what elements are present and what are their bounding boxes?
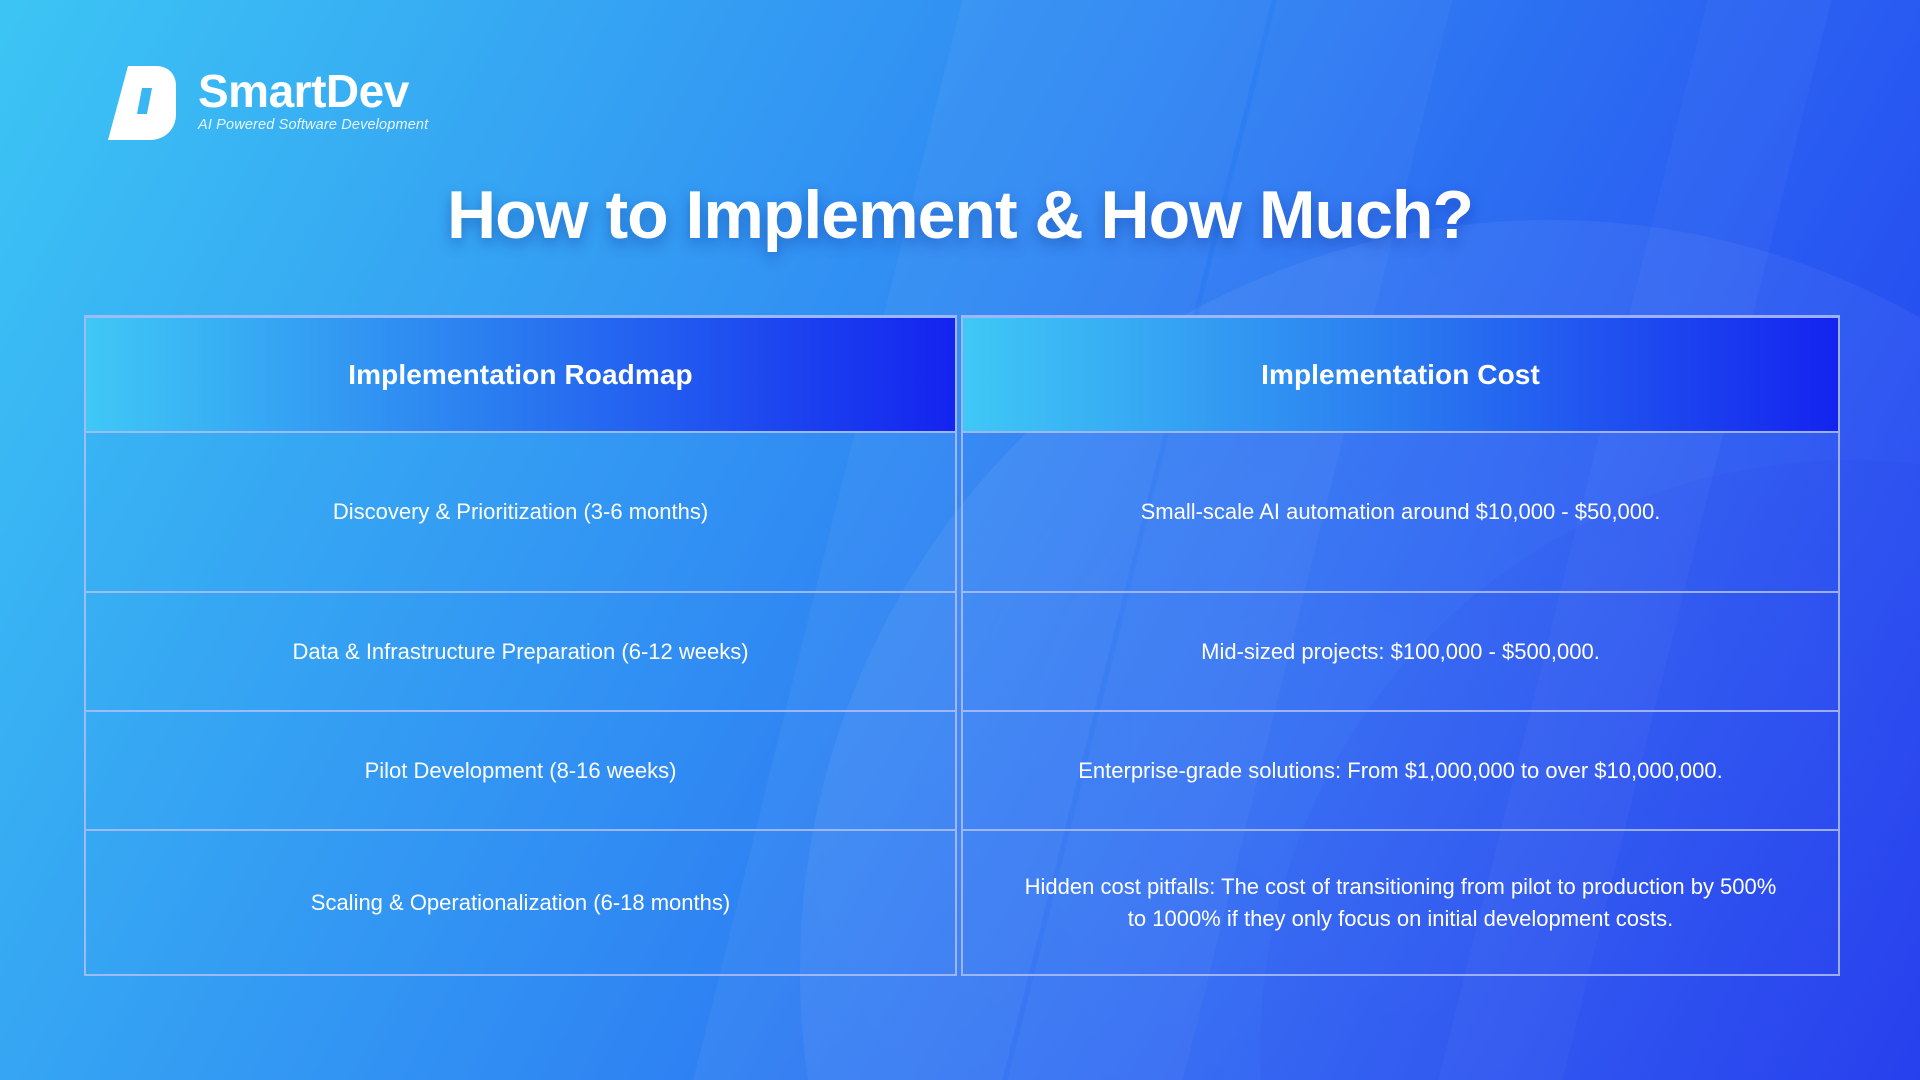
- brand-logo: SmartDev AI Powered Software Development: [106, 62, 428, 144]
- brand-text: SmartDev AI Powered Software Development: [198, 62, 428, 133]
- table-column-cost: Implementation Cost Small-scale AI autom…: [961, 315, 1840, 976]
- column-header-cost: Implementation Cost: [963, 318, 1838, 431]
- table-cell-cost-3: Enterprise-grade solutions: From $1,000,…: [963, 710, 1838, 829]
- column-header-roadmap: Implementation Roadmap: [86, 318, 955, 431]
- brand-tagline: AI Powered Software Development: [198, 116, 429, 133]
- table-cell-cost-2: Mid-sized projects: $100,000 - $500,000.: [963, 591, 1838, 710]
- table-cell-cost-4: Hidden cost pitfalls: The cost of transi…: [963, 829, 1838, 974]
- comparison-table: Implementation Roadmap Discovery & Prior…: [84, 315, 1840, 976]
- page-title: How to Implement & How Much?: [447, 177, 1474, 253]
- table-cell-roadmap-3: Pilot Development (8-16 weeks): [86, 710, 955, 829]
- brand-name: SmartDev: [198, 65, 409, 117]
- table-cell-roadmap-1: Discovery & Prioritization (3-6 months): [86, 431, 955, 591]
- table-cell-roadmap-4: Scaling & Operationalization (6-18 month…: [86, 829, 955, 974]
- table-cell-cost-1: Small-scale AI automation around $10,000…: [963, 431, 1838, 591]
- table-column-roadmap: Implementation Roadmap Discovery & Prior…: [84, 315, 957, 976]
- table-cell-roadmap-2: Data & Infrastructure Preparation (6-12 …: [86, 591, 955, 710]
- smartdev-d-mark-icon: [108, 66, 176, 140]
